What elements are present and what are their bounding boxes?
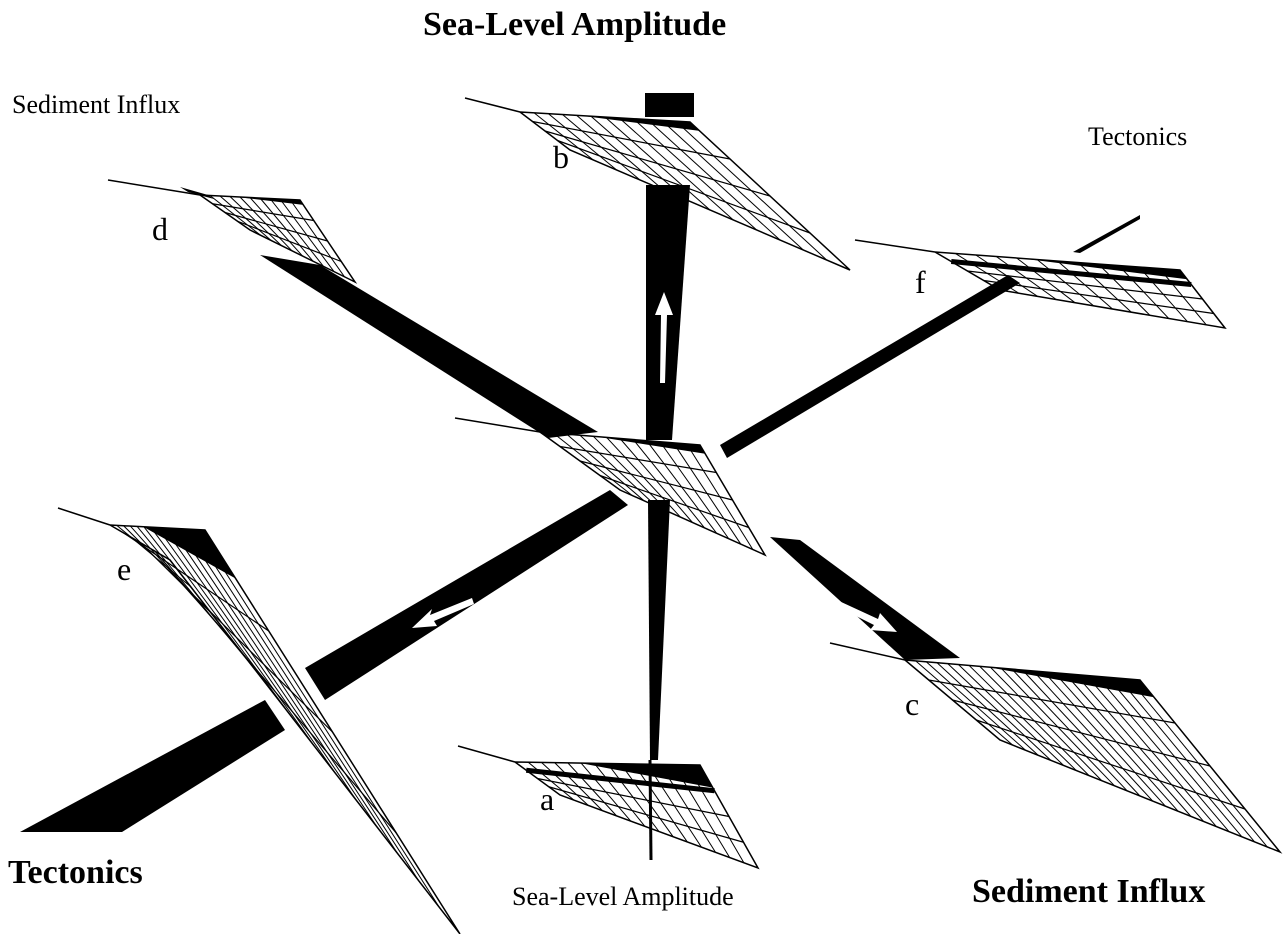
label-sediment-influx-bottom: Sediment Influx <box>972 873 1205 911</box>
panel-f <box>855 240 1225 328</box>
panel-letter-c: c <box>905 686 919 722</box>
label-sediment-influx-top: Sediment Influx <box>12 90 180 120</box>
panel-c <box>830 643 1280 852</box>
panel-letter-e: e <box>117 551 131 587</box>
label-sea-level-bottom: Sea-Level Amplitude <box>512 882 734 912</box>
panel-letter-a: a <box>540 781 554 817</box>
label-tectonics-bottom: Tectonics <box>8 854 143 892</box>
axis-sediment-influx <box>180 187 960 660</box>
panel-letter-f: f <box>915 264 926 300</box>
axis-tectonics <box>20 215 1140 832</box>
panel-letter-d: d <box>152 211 168 247</box>
panel-center <box>455 418 765 555</box>
panel-letter-b: b <box>553 139 569 175</box>
label-tectonics-top: Tectonics <box>1088 122 1187 152</box>
title-sea-level-top: Sea-Level Amplitude <box>423 6 726 44</box>
panel-a <box>458 746 758 868</box>
